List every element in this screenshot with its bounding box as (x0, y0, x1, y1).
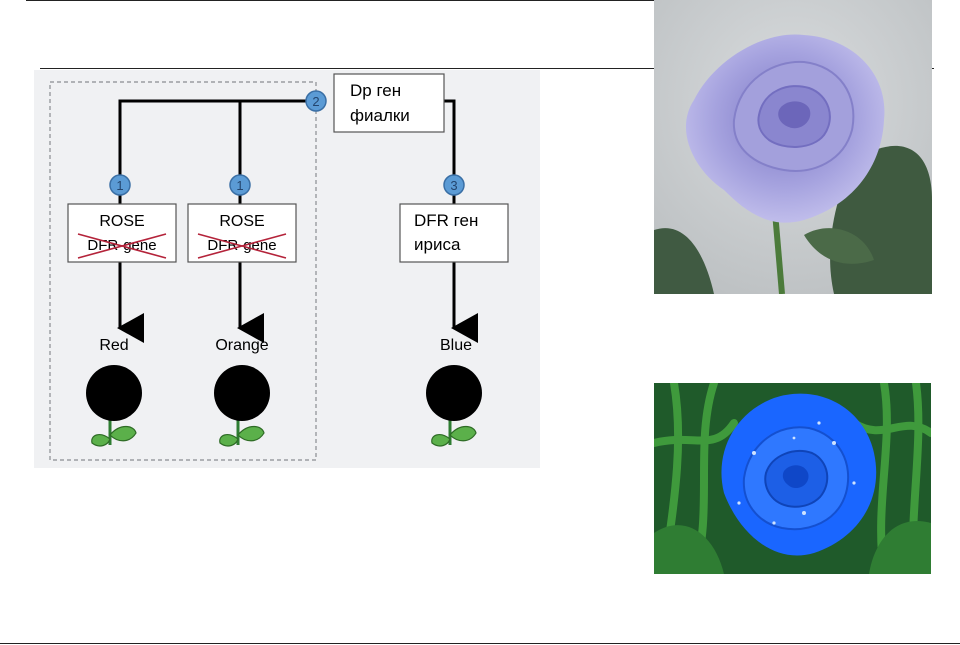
marker-1-orange: 1 (229, 174, 251, 196)
svg-text:1: 1 (116, 178, 123, 193)
blue-rose-icon (424, 363, 484, 448)
svg-text:3: 3 (450, 178, 457, 193)
marker-1-red: 1 (109, 174, 131, 196)
violet-gene-line1: Dp ген (350, 81, 401, 100)
rose-dfr-box-2: ROSE DFR-gene (187, 203, 297, 263)
svg-text:2: 2 (312, 94, 319, 109)
iris-gene-line1: DFR ген (414, 211, 478, 230)
lavender-rose-photo (654, 0, 932, 294)
rose-box-2-title: ROSE (219, 213, 264, 230)
svg-text:1: 1 (236, 178, 243, 193)
orange-rose-icon (212, 363, 272, 448)
bottom-rule (0, 643, 960, 644)
iris-gene-box (399, 203, 509, 263)
rose-dfr-box-1: ROSE DFR-gene (67, 203, 177, 263)
dashed-group-border (49, 81, 317, 461)
red-rose-icon (84, 363, 144, 448)
blue-rose-photo (654, 383, 931, 574)
outcome-red-label: Red (99, 337, 128, 354)
top-rule (26, 0, 932, 1)
outcome-orange-label: Orange (215, 337, 268, 354)
marker-2: 2 (305, 90, 327, 112)
gene-transfer-diagram: Dp ген фиалки 2 1 1 3 ROSE DFR-gene (34, 70, 540, 468)
violet-gene-box (333, 73, 445, 133)
violet-gene-line2: фиалки (350, 106, 410, 125)
marker-3: 3 (443, 174, 465, 196)
iris-gene-line2: ириса (414, 235, 461, 254)
outcome-blue-label: Blue (440, 337, 472, 354)
header-rule (40, 68, 934, 69)
diagram-canvas: Dp ген фиалки 2 1 1 3 ROSE DFR-gene (49, 73, 509, 461)
rose-box-1-title: ROSE (99, 213, 144, 230)
